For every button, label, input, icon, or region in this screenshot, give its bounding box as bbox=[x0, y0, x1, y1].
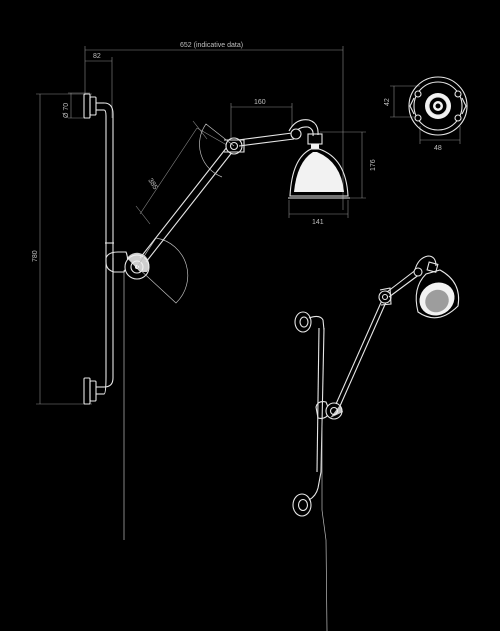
top-wall-mount bbox=[83, 93, 104, 119]
shade-width-label: 141 bbox=[312, 219, 324, 226]
plate-height-label: 42 bbox=[384, 98, 391, 106]
wall-rail bbox=[103, 102, 114, 395]
lamp-shade bbox=[288, 148, 350, 199]
dimension-lines bbox=[36, 46, 366, 405]
shade-joint bbox=[288, 119, 323, 149]
arm-upper-label: 160 bbox=[254, 99, 266, 106]
shade-height-label: 176 bbox=[370, 159, 377, 171]
height-label: 780 bbox=[32, 250, 39, 262]
perspective-lamp bbox=[292, 255, 460, 631]
lower-arm bbox=[139, 141, 238, 263]
wall-offset-label: 82 bbox=[93, 53, 101, 60]
overall-width-label: 652 (indicative data) bbox=[180, 42, 243, 49]
main-lamp bbox=[83, 93, 350, 540]
bottom-wall-mount bbox=[83, 377, 104, 405]
mount-diameter-label: Ø 70 bbox=[63, 103, 70, 118]
mid-rotation-arc bbox=[199, 123, 235, 178]
plate-width-label: 48 bbox=[434, 145, 442, 152]
mounting-plate-detail: 42 48 bbox=[384, 76, 468, 152]
upper-arm bbox=[237, 132, 295, 147]
